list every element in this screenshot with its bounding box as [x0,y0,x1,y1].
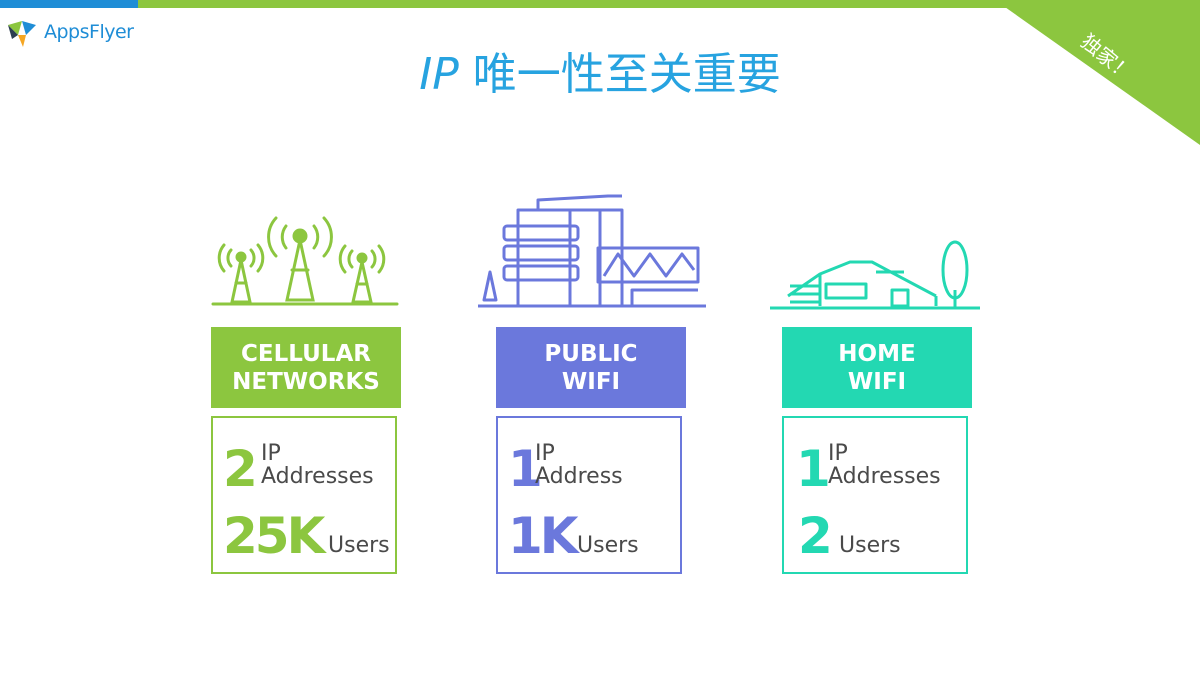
label-home-wifi: HOME WIFI [782,327,972,408]
cell-tower-icon [211,216,399,306]
ip-count: 1 [508,440,543,498]
house-icon [770,240,980,310]
label-line2: NETWORKS [232,368,380,395]
user-unit: Users [328,533,390,558]
ip-unit-line2: Address [535,464,623,489]
label-line1: PUBLIC [544,340,638,367]
user-count: 2 [798,507,833,565]
ip-unit-line2: Addresses [828,464,941,489]
corner-ribbon [995,0,1200,145]
ip-unit-line1: IP [535,441,555,466]
ip-count: 1 [796,440,831,498]
page-title: IP 唯一性至关重要 [0,38,1200,102]
user-count: 25K [223,507,325,565]
stats-box-cellular: 2 IP Addresses 25K Users [211,416,397,574]
ip-count: 2 [223,440,258,498]
label-public-wifi: PUBLIC WIFI [496,327,686,408]
label-line2: WIFI [847,368,907,395]
user-unit: Users [839,533,901,558]
appsflyer-logo: AppsFlyer [6,14,134,50]
building-icon [478,194,706,308]
ip-unit-line1: IP [828,441,848,466]
top-accent-bar-green [138,0,1200,8]
label-line1: HOME [838,340,916,367]
top-accent-bar-blue [0,0,138,8]
user-count: 1K [508,507,579,565]
title-text: 唯一性至关重要 [472,49,781,100]
user-unit: Users [577,533,639,558]
ip-unit-line2: Addresses [261,464,374,489]
label-line2: WIFI [561,368,621,395]
title-ip: IP [419,49,459,100]
stats-box-public-wifi: 1 IP Address 1K Users [496,416,682,574]
stats-box-home-wifi: 1 IP Addresses 2 Users [782,416,968,574]
ip-unit-line1: IP [261,441,281,466]
appsflyer-logo-icon [8,21,36,47]
label-line1: CELLULAR [241,340,371,367]
label-cellular-networks: CELLULAR NETWORKS [211,327,401,408]
logo-text: AppsFlyer [44,21,134,43]
